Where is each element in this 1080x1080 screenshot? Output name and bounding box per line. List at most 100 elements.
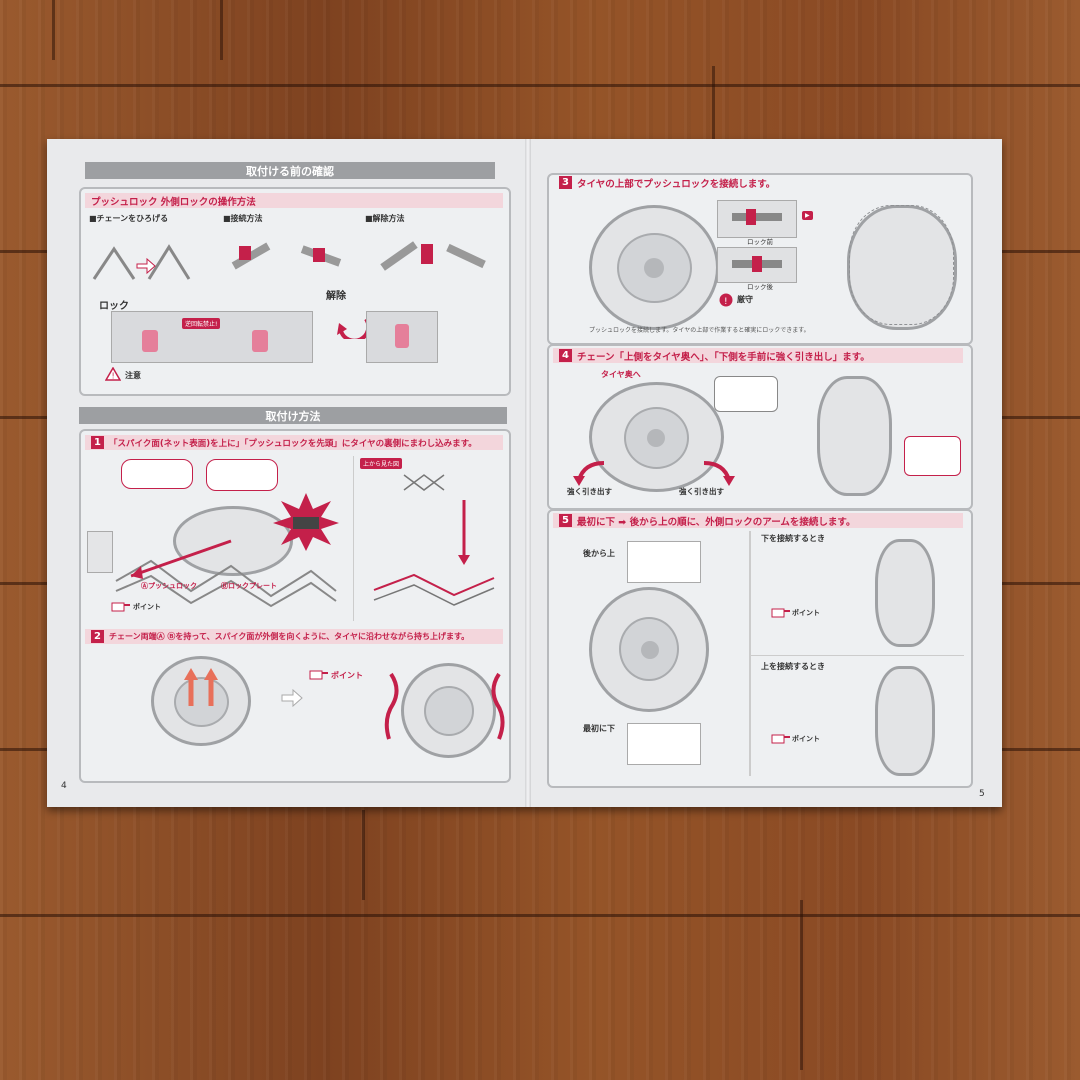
reverse-warning-badge: 逆回転禁止! bbox=[182, 318, 221, 329]
svg-text:!: ! bbox=[724, 297, 728, 307]
spike-starburst-icon bbox=[273, 493, 339, 551]
section2-header: 取付け方法 bbox=[79, 407, 507, 424]
step2-number: 2 bbox=[91, 630, 104, 643]
wheel-hub bbox=[644, 258, 664, 278]
down-connect-label: 下を接続するとき bbox=[761, 534, 825, 543]
callout-bubble bbox=[121, 459, 193, 489]
release-step-label: ■解除方法 bbox=[365, 214, 405, 223]
chain-step-label: ■チェーンをひろげる bbox=[89, 214, 169, 223]
push-lock-label: Ⓐプッシュロック bbox=[141, 582, 197, 590]
hand-up-inset bbox=[627, 541, 701, 583]
wheel-rim bbox=[624, 407, 689, 469]
callout-bubble bbox=[206, 459, 278, 491]
pull-right-arrow-icon bbox=[703, 461, 735, 486]
page-number-left: 4 bbox=[61, 781, 67, 791]
warning-triangle-icon: ! bbox=[105, 367, 121, 381]
pull-left-label: 強く引き出す bbox=[567, 487, 612, 496]
from-above-badge: ▶ bbox=[802, 211, 813, 220]
callout-bubble bbox=[714, 376, 778, 412]
lock-bar bbox=[732, 213, 782, 221]
wheel-hub bbox=[641, 641, 659, 659]
installation-steps-box: 1 「スパイク面(ネット表面)を上に」「プッシュロックを先頭」にタイヤの裏側にま… bbox=[79, 429, 511, 783]
lock-before-diagram bbox=[717, 200, 797, 238]
push-lock-caption: Ⓐプッシュロック bbox=[141, 581, 197, 591]
lock-box-title: プッシュロック 外側ロックの操作方法 bbox=[91, 196, 256, 208]
step3-number: 3 bbox=[559, 176, 572, 189]
floor-seam bbox=[362, 810, 365, 900]
tire-illustration-step3 bbox=[589, 205, 719, 330]
wheel-rim bbox=[617, 233, 692, 303]
lock-handle bbox=[252, 330, 268, 352]
first-down-label: 最初に下 bbox=[583, 724, 615, 733]
lock-box-header: プッシュロック 外側ロックの操作方法 bbox=[85, 193, 503, 208]
chain-net-illustration bbox=[115, 539, 337, 608]
lock-after-diagram bbox=[717, 247, 797, 283]
pointing-hand-icon bbox=[309, 670, 328, 680]
wheel-hub bbox=[647, 429, 665, 447]
lock-piece bbox=[746, 209, 756, 225]
wheel-rim bbox=[424, 686, 474, 736]
up-connect-label: 上を接続するとき bbox=[761, 662, 825, 671]
tire-back-label: タイヤ奥へ bbox=[601, 370, 641, 379]
tire-illustration-step2b bbox=[401, 663, 496, 758]
step4-header: 4 チェーン「上側をタイヤ奥へ」、「下側を手前に強く引き出し」ます。 bbox=[553, 348, 963, 363]
point-label: ポイント bbox=[133, 603, 161, 611]
step3-box: 3 タイヤの上部でプッシュロックを接続します。 ロック前 ロック後 ▶ ! 厳守… bbox=[547, 173, 973, 345]
step4-number: 4 bbox=[559, 349, 572, 362]
release-label: 解除 bbox=[326, 291, 346, 302]
wheel-rim bbox=[619, 617, 679, 681]
side-tire-illustration bbox=[875, 539, 935, 647]
step1-header: 1 「スパイク面(ネット表面)を上に」「プッシュロックを先頭」にタイヤの裏側にま… bbox=[85, 435, 503, 450]
connect-illustration bbox=[231, 242, 342, 270]
step5-hdivider bbox=[749, 655, 964, 656]
step1-text: 「スパイク面(ネット表面)を上に」「プッシュロックを先頭」にタイヤの裏側にまわし… bbox=[109, 438, 477, 449]
section1-header: 取付ける前の確認 bbox=[85, 162, 495, 179]
step2-text: チェーン両端Ⓐ Ⓑを持って、スパイク面が外側を向くように、タイヤに沿わせながら持… bbox=[109, 632, 470, 641]
wavy-chain-arrows bbox=[384, 672, 505, 740]
chain-spread-illustration bbox=[92, 244, 191, 280]
pointing-hand-icon bbox=[771, 734, 790, 744]
wheel-rim bbox=[174, 677, 229, 727]
pointing-hand-icon bbox=[111, 602, 130, 612]
step4-text: チェーン「上側をタイヤ奥へ」、「下側を手前に強く引き出し」ます。 bbox=[577, 351, 870, 363]
step3-note: プッシュロックを接続します。タイヤの上部で作業すると確実にロックできます。 bbox=[589, 327, 810, 334]
next-arrow-icon bbox=[281, 689, 303, 707]
lock-after-label: ロック後 bbox=[747, 283, 773, 291]
hand-down-inset bbox=[627, 723, 701, 765]
release-photo-panel bbox=[366, 311, 438, 363]
booklet-fold bbox=[525, 139, 531, 807]
section1-title: 取付ける前の確認 bbox=[246, 164, 334, 178]
tire-illustration-step5 bbox=[589, 587, 709, 712]
svg-text:!: ! bbox=[112, 372, 115, 381]
step1-number: 1 bbox=[91, 436, 104, 449]
top-view-panel: 上から見た図 bbox=[353, 456, 504, 621]
side-tire-illustration bbox=[817, 376, 892, 496]
step5-text: 最初に下 ➡ 後から上の順に、外側ロックのアームを接続します。 bbox=[577, 516, 856, 528]
release-rotate-arrow-icon bbox=[337, 317, 371, 339]
lock-photo-panel: 逆回転禁止! bbox=[111, 311, 313, 363]
step3-text: タイヤの上部でプッシュロックを接続します。 bbox=[577, 178, 776, 190]
tire-label-tag bbox=[87, 531, 113, 573]
lock-plate-label: Ⓑロックプレート bbox=[221, 582, 277, 590]
step3-header: 3 タイヤの上部でプッシュロックを接続します。 bbox=[553, 175, 963, 190]
lock-operation-box: プッシュロック 外側ロックの操作方法 ■チェーンをひろげる ■接続方法 ■解除方… bbox=[79, 187, 511, 396]
floor-seam bbox=[800, 900, 803, 1070]
step2-header: 2 チェーン両端Ⓐ Ⓑを持って、スパイク面が外側を向くように、タイヤに沿わせなが… bbox=[85, 629, 503, 644]
step5-box: 5 最初に下 ➡ 後から上の順に、外側ロックのアームを接続します。 後から上 最… bbox=[547, 509, 973, 788]
tire-illustration-step4 bbox=[589, 382, 724, 492]
exclamation-icon: ! bbox=[719, 293, 733, 307]
release-handle bbox=[395, 324, 409, 348]
connect-step-label: ■接続方法 bbox=[223, 214, 263, 223]
point-label-right: ポイント bbox=[792, 609, 820, 617]
caution-label: 注意 bbox=[125, 371, 141, 380]
top-view-badge: 上から見た図 bbox=[360, 458, 403, 469]
top-view-chain-illustration bbox=[373, 474, 495, 606]
lift-arrows-icon bbox=[184, 668, 218, 706]
instruction-booklet: 取付ける前の確認 プッシュロック 外側ロックの操作方法 ■チェーンをひろげる ■… bbox=[47, 139, 1002, 807]
strict-label: 厳守 bbox=[737, 295, 753, 304]
after-up-label: 後から上 bbox=[583, 549, 615, 558]
pull-left-arrow-icon bbox=[573, 461, 605, 486]
release-illustration bbox=[380, 241, 486, 271]
side-tire-illustration bbox=[875, 666, 935, 776]
floor-seam bbox=[220, 0, 223, 60]
